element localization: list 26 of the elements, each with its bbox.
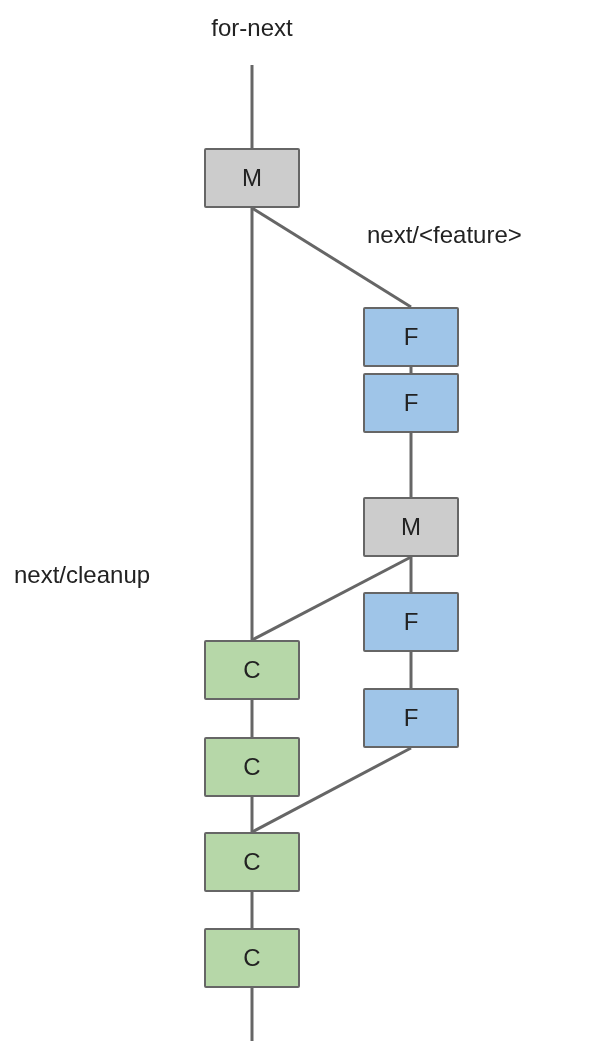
branch-line [251, 206, 412, 309]
cleanup-commit-box: C [204, 737, 300, 797]
branch-line [250, 65, 254, 148]
merge-box: M [363, 497, 459, 557]
branch-line [409, 367, 413, 373]
branch-line [251, 555, 412, 642]
feature-commit-box: F [363, 307, 459, 367]
branch-line [251, 746, 412, 834]
branch-line [250, 700, 254, 737]
feature-commit-box: F [363, 373, 459, 433]
branch-line [409, 557, 413, 592]
cleanup-commit-box: C [204, 928, 300, 988]
merge-box: M [204, 148, 300, 208]
cleanup-commit-box: C [204, 832, 300, 892]
feature-commit-box: F [363, 688, 459, 748]
branch-line [250, 892, 254, 928]
branch-line [409, 652, 413, 688]
branch-line [409, 433, 413, 497]
branch-line [250, 988, 254, 1041]
branch-label: next/<feature> [367, 221, 522, 249]
feature-commit-box: F [363, 592, 459, 652]
branch-line [250, 797, 254, 832]
branch-line [250, 208, 254, 640]
cleanup-commit-box: C [204, 640, 300, 700]
branch-label: next/cleanup [14, 561, 151, 589]
branch-label: for-next [211, 14, 293, 42]
